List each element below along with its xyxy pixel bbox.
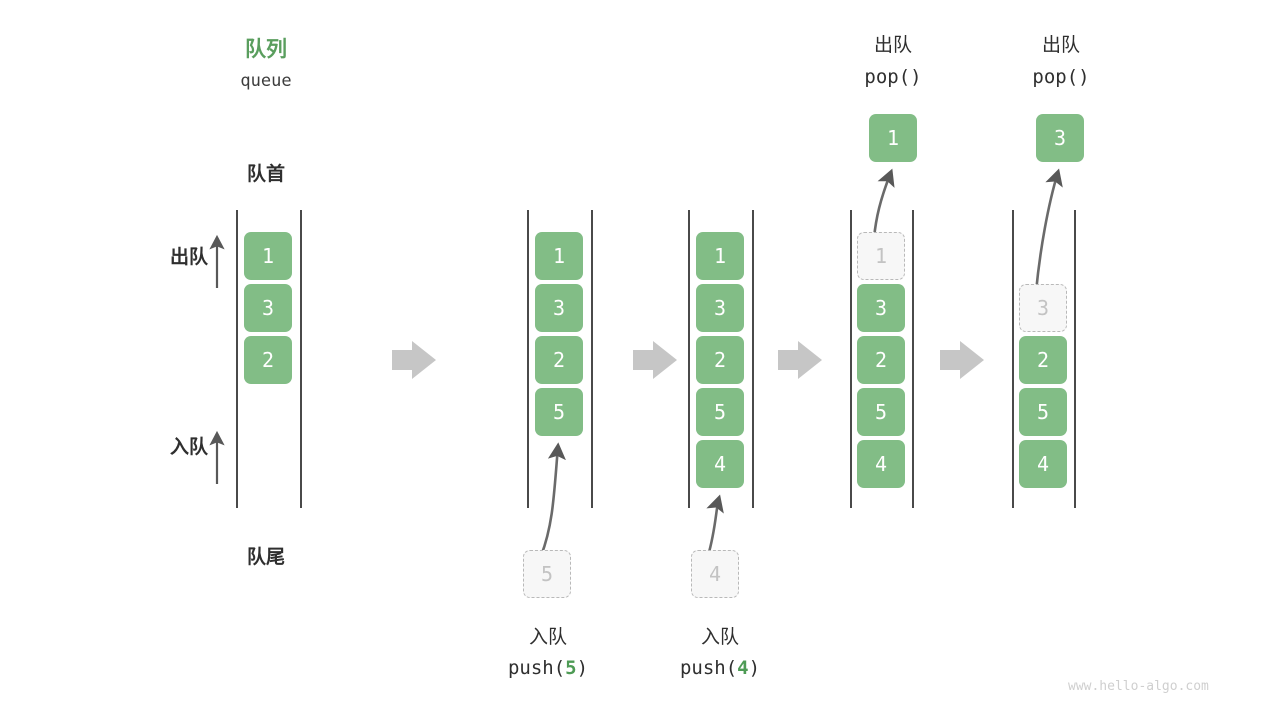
transition-arrow-1[interactable] xyxy=(392,341,436,379)
queue-rail-left xyxy=(1012,210,1014,508)
queue-item: 1 xyxy=(696,232,744,280)
queue-rail-left xyxy=(527,210,529,508)
enqueue-label: 入队 xyxy=(169,437,208,458)
queue-rail-left xyxy=(236,210,238,508)
ghost-item: 5 xyxy=(523,550,571,598)
dequeue-label: 出队 xyxy=(169,247,208,268)
queue-head-label: 队首 xyxy=(246,164,285,185)
queue-item: 1 xyxy=(535,232,583,280)
push-caption-code: push(5) xyxy=(483,657,613,679)
queue-tail-label: 队尾 xyxy=(246,547,285,568)
ghost-item: 4 xyxy=(691,550,739,598)
queue-item: 4 xyxy=(1019,440,1067,488)
queue-rail-right xyxy=(591,210,593,508)
pop-result-box: 1 xyxy=(869,114,917,162)
queue-item: 1 xyxy=(244,232,292,280)
queue-item: 3 xyxy=(696,284,744,332)
push-code-suffix: ) xyxy=(748,657,761,679)
queue-rail-right xyxy=(1074,210,1076,508)
queue-item: 2 xyxy=(696,336,744,384)
diagram-title-en: queue xyxy=(240,71,292,91)
pop-caption-cn: 出队 xyxy=(1041,35,1080,56)
pop-caption-code: pop() xyxy=(864,66,922,88)
queue-item: 2 xyxy=(535,336,583,384)
push-caption-cn: 入队 xyxy=(700,627,739,648)
queue-item-new: 5 xyxy=(535,388,583,436)
queue-item: 2 xyxy=(857,336,905,384)
queue-rail-right xyxy=(300,210,302,508)
watermark: www.hello-algo.com xyxy=(1068,679,1209,694)
queue-item: 3 xyxy=(244,284,292,332)
push-4-arrow xyxy=(706,494,724,557)
queue-rail-left xyxy=(688,210,690,508)
transition-arrow-4[interactable] xyxy=(940,341,984,379)
push-code-value: 5 xyxy=(565,657,577,679)
pop-caption-code: pop() xyxy=(1032,66,1090,88)
push-5-arrow xyxy=(539,442,566,557)
queue-item: 2 xyxy=(1019,336,1067,384)
queue-item: 5 xyxy=(696,388,744,436)
ghost-item: 1 xyxy=(857,232,905,280)
pop-result-box: 3 xyxy=(1036,114,1084,162)
pop-caption-cn: 出队 xyxy=(873,35,912,56)
queue-item: 3 xyxy=(857,284,905,332)
push-caption-code: push(4) xyxy=(655,657,785,679)
transition-arrow-3[interactable] xyxy=(778,341,822,379)
push-caption-cn: 入队 xyxy=(528,627,567,648)
transition-arrow-2[interactable] xyxy=(633,341,677,379)
diagram-title-cn: 队列 xyxy=(245,38,287,61)
push-code-prefix: push( xyxy=(679,657,738,679)
pop-1-arrow xyxy=(872,168,895,239)
queue-item: 5 xyxy=(1019,388,1067,436)
queue-item: 5 xyxy=(857,388,905,436)
push-code-value: 4 xyxy=(737,657,749,679)
push-code-suffix: ) xyxy=(576,657,589,679)
queue-rail-right xyxy=(752,210,754,508)
pop-3-arrow xyxy=(1034,168,1063,293)
queue-item: 3 xyxy=(535,284,583,332)
queue-item: 4 xyxy=(857,440,905,488)
ghost-item: 3 xyxy=(1019,284,1067,332)
queue-item-new: 4 xyxy=(696,440,744,488)
push-code-prefix: push( xyxy=(507,657,566,679)
queue-rail-left xyxy=(850,210,852,508)
queue-rail-right xyxy=(912,210,914,508)
queue-item: 2 xyxy=(244,336,292,384)
